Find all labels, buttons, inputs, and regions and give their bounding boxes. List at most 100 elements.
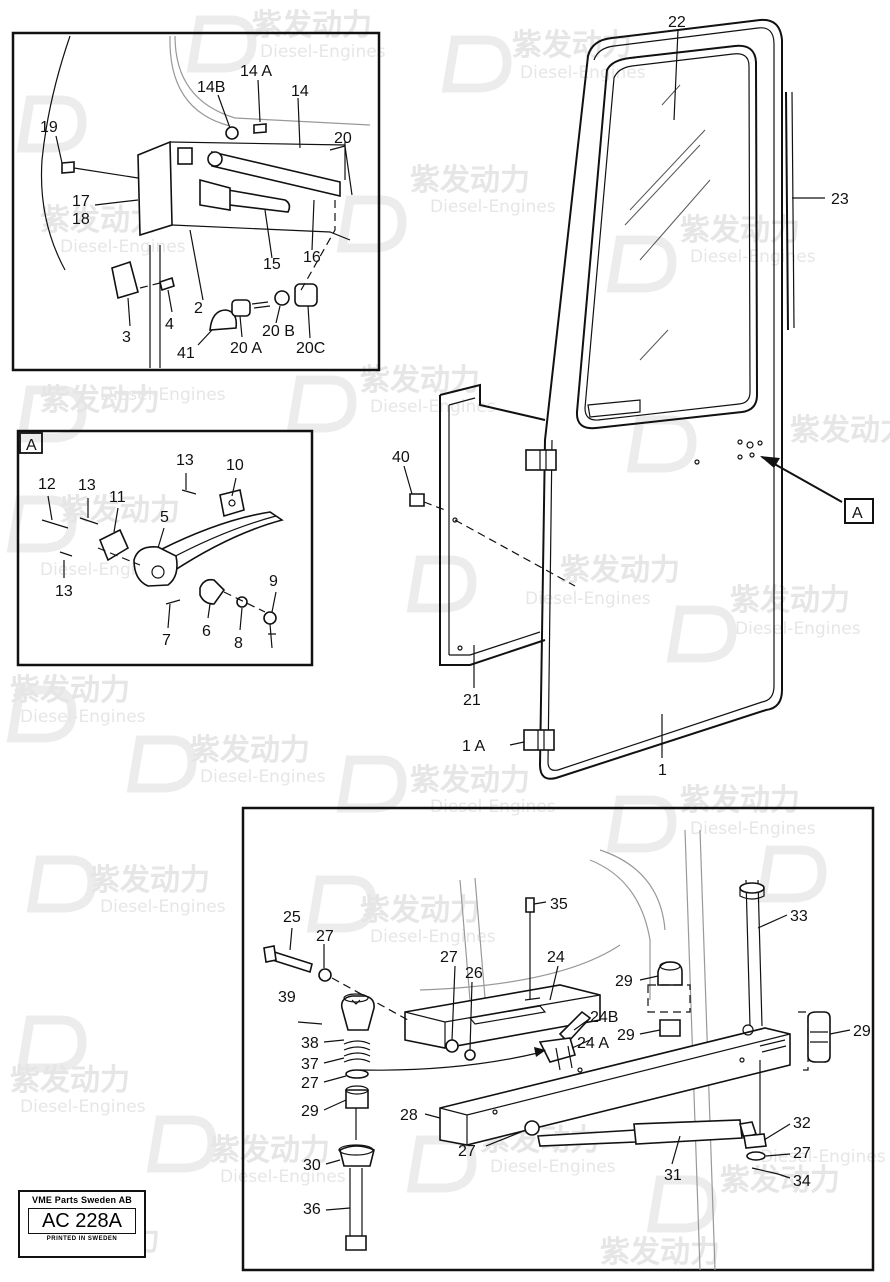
spring	[343, 1040, 371, 1063]
watermark-brand-cn: 紫发动力	[190, 733, 310, 768]
part-label-29: 29	[301, 1103, 319, 1120]
watermark-brand-cn: 紫发动力	[410, 163, 530, 198]
bushing	[345, 1089, 369, 1109]
inner-panel	[439, 383, 546, 421]
watermark-brand-cn: 紫发动力	[512, 28, 632, 63]
watermark-brand-cn: 紫发动力	[252, 8, 372, 43]
part-label-39: 39	[278, 989, 296, 1006]
part-label-12: 12	[38, 476, 56, 493]
watermark-brand-en: Diesel-Engines	[735, 619, 861, 639]
part-label-36: 36	[303, 1201, 321, 1218]
screw	[159, 276, 175, 292]
part-label-14: 14	[291, 83, 309, 100]
screw	[181, 489, 197, 495]
part-label-28: 28	[400, 1107, 418, 1124]
part-label-11: 11	[109, 489, 126, 506]
handle-bracket	[98, 528, 130, 562]
watermark-logo-icon	[16, 385, 87, 443]
part-label-14a: 14 A	[240, 63, 272, 80]
watermark-brand-cn: 紫发动力	[410, 763, 530, 798]
catch-plate	[111, 260, 139, 300]
part-label-20b: 20 B	[262, 323, 295, 340]
watermark-brand-en: Diesel-Engines	[20, 707, 146, 727]
watermark-brand-cn: 紫发动力	[60, 493, 180, 528]
watermark-brand-cn: 紫发动力	[560, 553, 680, 588]
part-label-6: 6	[202, 623, 211, 640]
lock-cylinder	[199, 578, 226, 605]
part-label-1: 1	[658, 762, 667, 779]
part-label-29: 29	[853, 1023, 871, 1040]
watermark-logo-icon	[626, 415, 697, 473]
watermark-logo-icon	[406, 555, 477, 613]
watermark-brand-en: Diesel-Engines	[490, 1157, 616, 1177]
gas-strut	[633, 1119, 743, 1145]
part-label-14b: 14B	[197, 79, 225, 96]
watermark-brand-cn: 紫发动力	[790, 413, 890, 448]
part-label-24b: 24B	[590, 1009, 618, 1026]
watermark-brand-en: Diesel-Engines	[100, 897, 226, 917]
watermark-brand-en: Diesel-Engines	[760, 1147, 886, 1167]
washer	[746, 1151, 766, 1161]
part-label-20: 20	[334, 130, 352, 147]
bolt	[745, 879, 763, 1027]
washer	[445, 1039, 459, 1053]
watermark-logo-icon	[756, 845, 827, 903]
door-arm	[439, 1027, 791, 1146]
seal-strip	[785, 91, 789, 331]
watermark-brand-en: Diesel-Engines	[370, 927, 496, 947]
view-a-label: A	[852, 505, 863, 522]
watermark-logo-icon	[6, 685, 77, 743]
part-label-41: 41	[177, 345, 195, 362]
watermark-logo-icon	[186, 15, 257, 73]
part-label-3: 3	[122, 329, 131, 346]
part-label-27: 27	[440, 949, 458, 966]
watermark-logo-icon	[306, 875, 377, 933]
part-label-35: 35	[550, 896, 568, 913]
watermark-brand-en: Diesel-Engines	[20, 1097, 146, 1117]
door-panel	[538, 18, 783, 780]
watermark-brand-cn: 紫发动力	[10, 673, 130, 708]
arrow-icon	[534, 1047, 546, 1057]
part-label-27: 27	[458, 1143, 476, 1160]
bolt	[349, 1168, 363, 1240]
watermark-brand-en: Diesel-Engines	[260, 42, 386, 62]
part-label-16: 16	[303, 249, 321, 266]
detail-a-tag	[19, 432, 43, 454]
part-label-13: 13	[78, 477, 96, 494]
part-label-4: 4	[165, 316, 174, 333]
part-label-37: 37	[301, 1056, 319, 1073]
adjuster-top	[340, 995, 375, 1031]
part-label-22: 22	[668, 14, 686, 31]
stamp-footer: PRINTED IN SWEDEN	[46, 1236, 118, 1242]
part-label-2: 2	[194, 300, 203, 317]
watermark-logo-icon	[126, 735, 197, 793]
inset-frame	[16, 429, 314, 667]
knob-cap	[209, 309, 238, 331]
watermark-logo-icon	[336, 755, 407, 813]
part-label-31: 31	[664, 1167, 682, 1184]
washer	[345, 1069, 369, 1079]
key-icon	[263, 611, 277, 625]
part-label-27: 27	[316, 928, 334, 945]
part-label-29: 29	[617, 1027, 635, 1044]
watermark-logo-icon	[666, 605, 737, 663]
watermark-brand-en: Diesel-Engines	[220, 1167, 346, 1187]
door-assembly	[403, 18, 874, 780]
part-label-34: 34	[793, 1173, 811, 1190]
watermark-brand-cn: 紫发动力	[730, 583, 850, 618]
pin	[751, 1167, 779, 1175]
arrow-icon	[760, 456, 780, 468]
part-label-29: 29	[615, 973, 633, 990]
washer	[225, 126, 239, 140]
hinge-block	[538, 1037, 576, 1063]
part-label-30: 30	[303, 1157, 321, 1174]
part-label-20a: 20 A	[230, 340, 262, 357]
view-a-marker	[844, 498, 874, 524]
screw	[253, 123, 267, 134]
part-label-17: 17	[72, 193, 90, 210]
watermark-brand-cn: 紫发动力	[680, 783, 800, 818]
part-label-40: 40	[392, 449, 410, 466]
part-label-19: 19	[40, 119, 58, 136]
bushing	[659, 1019, 681, 1037]
